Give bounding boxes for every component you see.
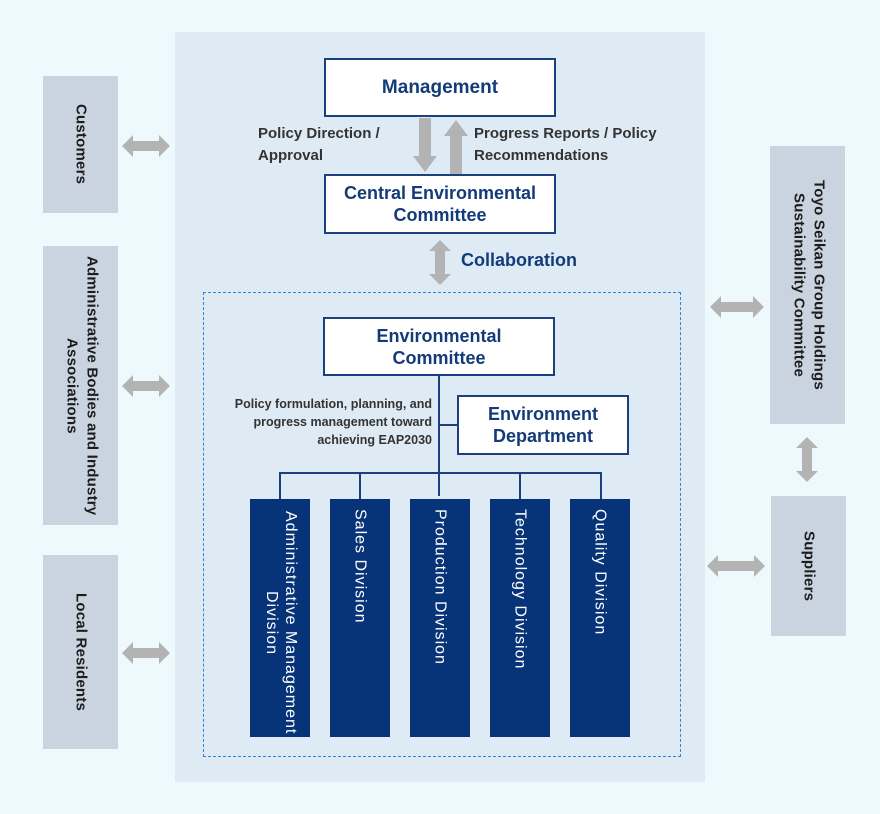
connector-line	[279, 472, 281, 499]
division-administrative-management: Administrative Management Division	[250, 499, 310, 737]
connector-line	[439, 424, 459, 426]
double-arrow-vertical-icon	[429, 240, 451, 285]
stakeholder-local-residents: Local Residents	[43, 555, 118, 749]
stakeholder-label: Administrative Bodies and Industry Assoc…	[63, 255, 101, 516]
collaboration-label: Collaboration	[461, 250, 577, 270]
double-arrow-horizontal-icon	[707, 555, 765, 577]
division-label: Technology Division	[511, 509, 529, 670]
division-quality: Quality Division	[570, 499, 630, 737]
division-technology: Technology Division	[490, 499, 550, 737]
stakeholder-sustainability-committee: Toyo Seikan Group Holdings Sustainabilit…	[770, 146, 845, 424]
environment-department-label: Environment Department	[487, 404, 598, 446]
environmental-committee-label: Environmental Committee	[376, 325, 502, 368]
connector-line	[519, 472, 521, 499]
division-label: Production Division	[431, 509, 449, 665]
division-sales: Sales Division	[330, 499, 390, 737]
arrow-up-icon	[444, 120, 468, 175]
stakeholder-suppliers: Suppliers	[771, 496, 846, 636]
stakeholder-label: Local Residents	[72, 592, 90, 712]
division-label: Administrative Management Division	[263, 511, 299, 735]
division-label: Quality Division	[591, 509, 609, 636]
environment-department-box: Environment Department	[457, 395, 629, 455]
management-label: Management	[381, 76, 499, 98]
double-arrow-horizontal-icon	[710, 296, 764, 318]
stakeholder-administrative-bodies: Administrative Bodies and Industry Assoc…	[43, 246, 118, 525]
connector-line	[600, 472, 602, 499]
double-arrow-horizontal-icon	[122, 375, 170, 397]
central-committee-label: Central Environmental Committee	[343, 183, 537, 225]
division-label: Sales Division	[351, 509, 369, 624]
connector-line	[359, 472, 361, 499]
progress-reports-label: Progress Reports / Policy Recommendation…	[474, 125, 657, 164]
environmental-committee-box: Environmental Committee	[323, 317, 555, 376]
stakeholder-label: Suppliers	[800, 530, 818, 602]
double-arrow-vertical-icon	[796, 437, 818, 482]
central-environmental-committee-box: Central Environmental Committee	[324, 174, 556, 234]
stakeholder-label: Toyo Seikan Group Holdings Sustainabilit…	[790, 180, 828, 390]
division-production: Production Division	[410, 499, 470, 737]
connector-line	[279, 472, 602, 474]
department-role-description: Policy formulation, planning, and progre…	[234, 397, 432, 447]
stakeholder-label: Customers	[72, 104, 90, 185]
arrow-down-icon	[413, 118, 437, 172]
management-box: Management	[324, 58, 556, 117]
policy-direction-label: Policy Direction / Approval	[258, 125, 380, 164]
environmental-committee-group	[203, 292, 681, 757]
double-arrow-horizontal-icon	[122, 642, 170, 664]
connector-line	[438, 376, 440, 496]
double-arrow-horizontal-icon	[122, 135, 170, 157]
stakeholder-customers: Customers	[43, 76, 118, 213]
